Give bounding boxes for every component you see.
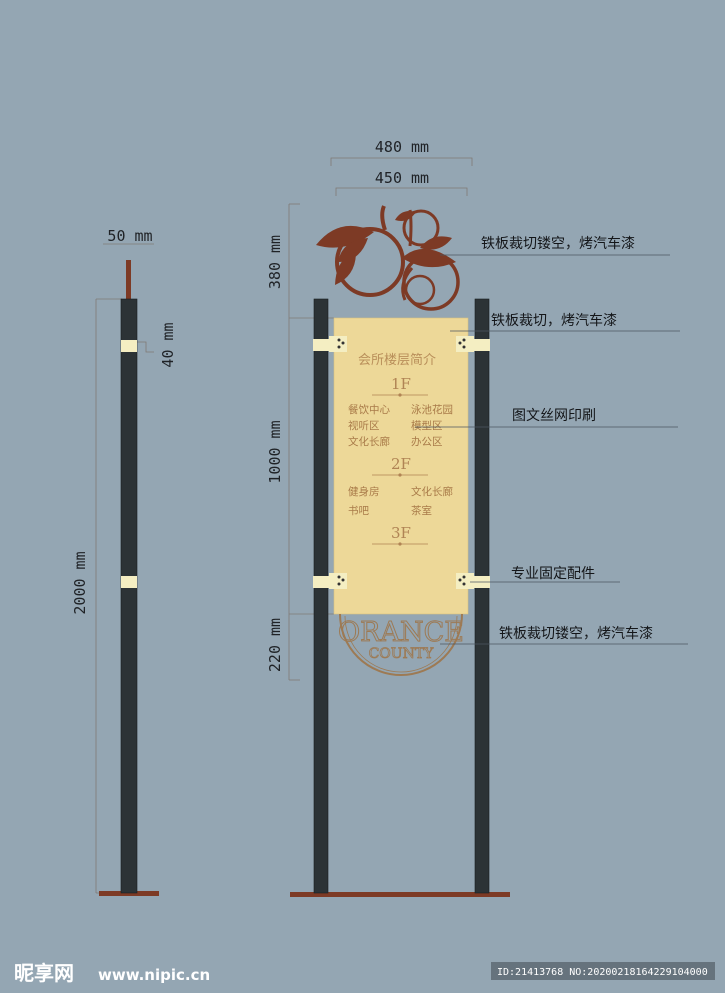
watermark-url: www.nipic.cn [98,966,210,984]
dim-label-50mm: 50 mm [107,227,152,245]
room-label: 模型区 [411,419,443,432]
room-label: 泳池花园 [411,403,453,416]
floor-label-2f: 2F [391,455,411,473]
left-pole [313,298,329,894]
sign-title: 会所楼层简介 [358,352,436,368]
room-label: 茶室 [411,504,432,517]
room-label: 文化长廊 [411,485,453,498]
front-view: 会所楼层简介 1F 餐饮中心 泳池花园 视听区 模型区 文化长廊 办公区 2F … [266,138,688,897]
side-bracket-upper [121,340,137,352]
leaf-ornament [316,211,456,285]
watermark: 昵享网 www.nipic.cn ID:21413768 NO:20200218… [14,961,715,985]
dim-label-450mm: 450 mm [375,169,429,187]
front-base-plate [290,892,510,897]
side-pole [120,298,138,894]
room-label: 书吧 [348,505,369,517]
side-bracket-lower [121,576,137,588]
sign-panel [333,317,469,615]
watermark-id: ID:21413768 NO:20200218164229104000 [497,967,708,978]
callout-cut-hollow-top: 铁板裁切镂空，烤汽车漆 [481,235,635,252]
dim-label-380mm: 380 mm [266,235,284,289]
logo-text-county: COUNTY [369,646,435,662]
watermark-brand: 昵享网 [14,961,74,985]
floor-label-3f: 3F [391,524,411,542]
room-label: 健身房 [348,485,380,498]
fixing-brackets [313,336,490,589]
callout-cut-panel: 铁板裁切，烤汽车漆 [491,312,617,329]
county-logo: ORANCE COUNTY [338,613,464,676]
room-label: 办公区 [411,435,443,448]
logo-text-orance: ORANCE [338,617,464,648]
callout-cut-hollow-bottom: 铁板裁切镂空，烤汽车漆 [499,625,653,642]
side-base-plate [99,891,159,896]
bracket-dimension-line [137,341,154,353]
dim-label-40mm: 40 mm [159,322,177,367]
room-label: 文化长廊 [348,435,390,448]
callout-fixing: 专业固定配件 [511,566,595,582]
side-finial [126,260,131,299]
watermark-id-box [491,962,715,980]
dim-label-1000mm: 1000 mm [266,420,284,483]
dim-label-2000mm: 2000 mm [71,551,89,614]
room-label: 视听区 [348,419,380,432]
outer-width-dimension-line [330,157,473,166]
dim-label-480mm: 480 mm [375,138,429,156]
dim-label-220mm: 220 mm [266,618,284,672]
right-pole [474,298,490,894]
callout-screen-print: 图文丝网印刷 [512,408,596,424]
inner-width-dimension-line [335,187,468,196]
floor-label-1f: 1F [391,375,411,393]
side-view: 50 mm 40 mm 2000 mm [71,227,177,896]
room-label: 餐饮中心 [348,403,390,416]
